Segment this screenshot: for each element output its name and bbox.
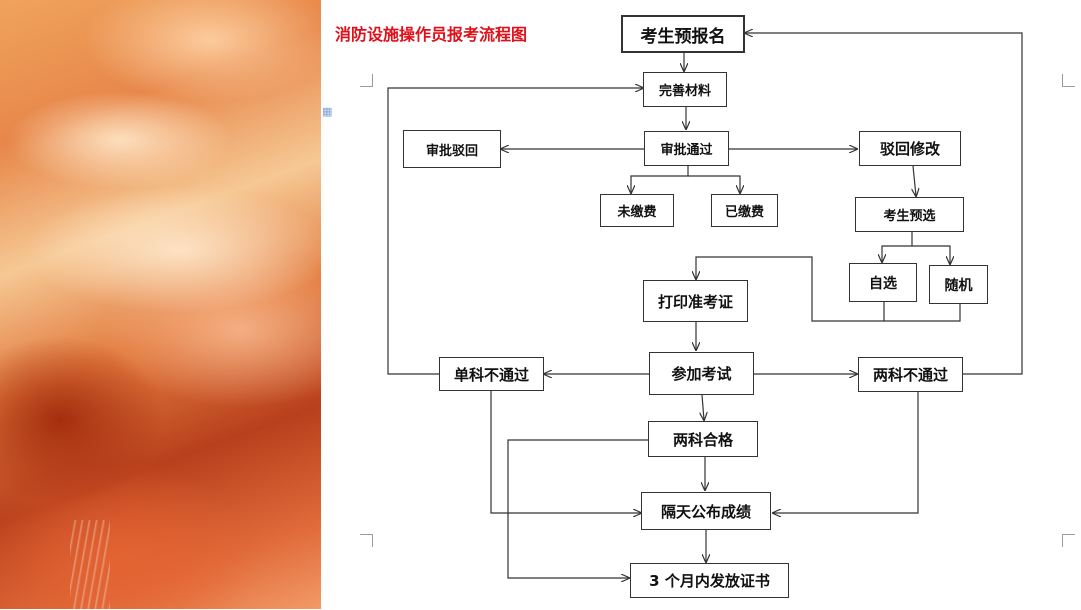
node-both-pass: 两科合格 bbox=[648, 421, 758, 457]
node-complete-materials: 完善材料 bbox=[643, 72, 727, 107]
node-publish-scores: 隔天公布成绩 bbox=[641, 492, 771, 530]
node-review-passed: 审批通过 bbox=[644, 131, 729, 166]
node-take-exam: 参加考试 bbox=[649, 352, 754, 395]
node-issue-certificate: 3 个月内发放证书 bbox=[630, 563, 789, 598]
node-both-fail: 两科不通过 bbox=[858, 357, 963, 392]
document-icon: ▦ bbox=[322, 105, 333, 118]
photo-light-streak bbox=[70, 520, 110, 610]
page-corner-mark bbox=[360, 74, 373, 87]
page-corner-mark bbox=[360, 534, 373, 547]
node-review-rejected: 审批驳回 bbox=[403, 130, 501, 168]
canyon-photo bbox=[0, 0, 321, 610]
node-print-admission: 打印准考证 bbox=[643, 280, 748, 322]
page-corner-mark bbox=[1062, 534, 1075, 547]
node-reject-modify: 驳回修改 bbox=[859, 131, 961, 166]
node-paid: 已缴费 bbox=[711, 194, 778, 227]
node-unpaid: 未缴费 bbox=[600, 194, 674, 227]
node-self-select: 自选 bbox=[849, 263, 917, 302]
node-single-fail: 单科不通过 bbox=[439, 357, 544, 391]
page-corner-mark bbox=[1062, 74, 1075, 87]
node-random: 随机 bbox=[929, 265, 988, 304]
node-pre-register: 考生预报名 bbox=[621, 15, 745, 53]
node-pre-select: 考生预选 bbox=[855, 197, 964, 232]
diagram-title: 消防设施操作员报考流程图 bbox=[335, 25, 528, 44]
